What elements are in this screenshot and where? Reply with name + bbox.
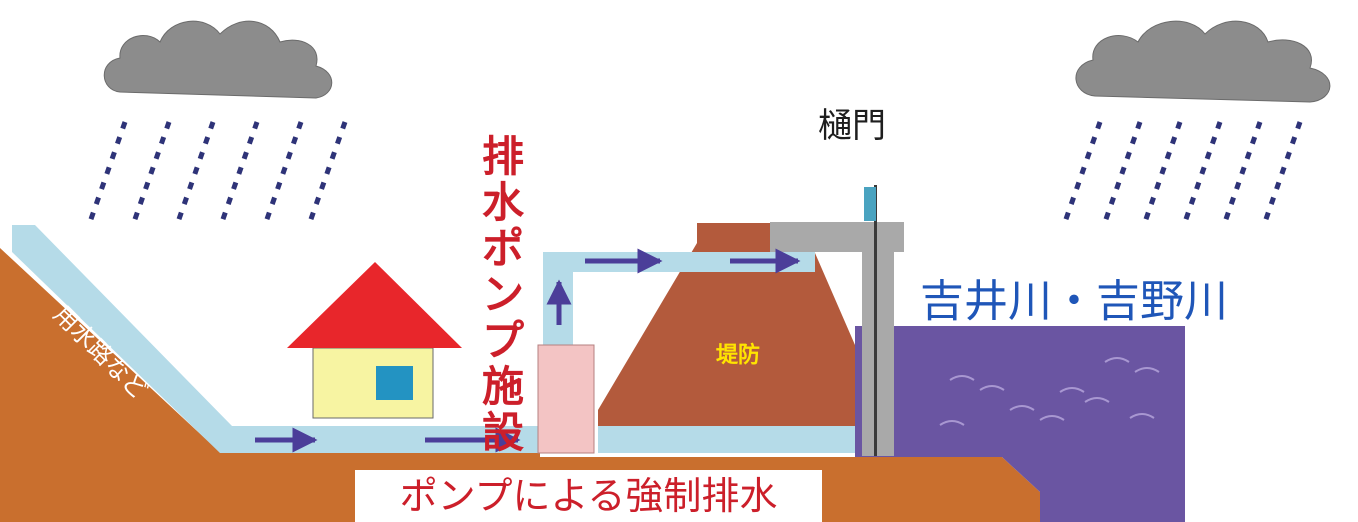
ground bbox=[0, 248, 1040, 522]
house-icon bbox=[287, 262, 462, 419]
flow-arrow-icon bbox=[255, 248, 801, 453]
rain-streak bbox=[261, 121, 304, 228]
pump-box bbox=[537, 344, 595, 454]
bottom-caption: ポンプによる強制排水 bbox=[355, 470, 822, 522]
rain-streak bbox=[1181, 121, 1223, 225]
rain-streak bbox=[173, 121, 216, 228]
levee bbox=[598, 223, 855, 426]
cloud-icon bbox=[1075, 20, 1331, 103]
rain-streak bbox=[217, 121, 260, 228]
pump-facility-label: 排水ポンプ施設 bbox=[482, 132, 525, 457]
rain-streak bbox=[129, 121, 172, 228]
cloud-icon bbox=[103, 20, 333, 99]
rain-streak bbox=[305, 121, 348, 228]
gate-handle bbox=[864, 187, 876, 221]
river-label: 吉井川・吉野川 bbox=[920, 276, 1228, 327]
gate-frame-post bbox=[862, 222, 894, 456]
rain-streak bbox=[85, 121, 128, 228]
levee-label: 堤防 bbox=[716, 343, 761, 368]
pipe-culvert bbox=[598, 426, 855, 453]
rain-streak bbox=[1221, 121, 1263, 225]
gate-stem bbox=[874, 185, 877, 456]
rain-icon bbox=[85, 121, 348, 228]
rain-streak bbox=[1101, 121, 1143, 225]
channel-water bbox=[12, 225, 540, 453]
gate-label: 樋門 bbox=[818, 106, 886, 146]
pipe-horizontal bbox=[543, 252, 815, 272]
river-water bbox=[855, 326, 1185, 522]
river-ripples bbox=[939, 357, 1160, 426]
rain-streak bbox=[1141, 121, 1183, 225]
rain-streak bbox=[1061, 121, 1103, 225]
rain-streak bbox=[1261, 121, 1303, 225]
rain-icon bbox=[1061, 121, 1303, 225]
